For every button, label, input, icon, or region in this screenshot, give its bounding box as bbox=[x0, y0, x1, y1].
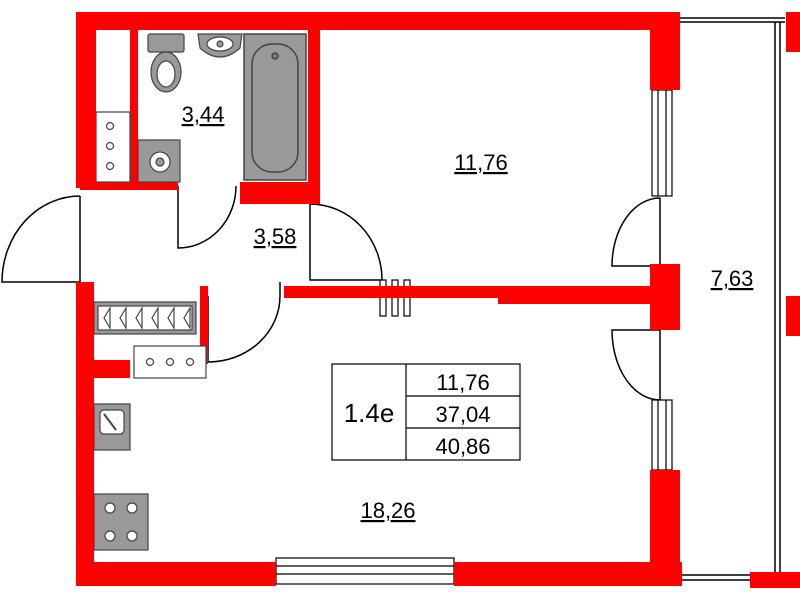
bathroom-door[interactable] bbox=[177, 185, 237, 249]
bathroom-area: 3,44 bbox=[182, 102, 225, 127]
sink-icon bbox=[197, 33, 243, 58]
balcony-door-upper[interactable] bbox=[611, 197, 661, 267]
toilet-icon bbox=[147, 33, 185, 93]
door-swings bbox=[1, 185, 661, 401]
balcony-outline bbox=[680, 17, 785, 581]
kitchen-sink-icon bbox=[93, 403, 131, 451]
radiator-icon bbox=[93, 301, 197, 335]
hallway-area: 3,58 bbox=[254, 224, 297, 249]
apartment-type: 1.4е bbox=[344, 398, 395, 428]
window-lower-right bbox=[651, 399, 673, 471]
living-area-value: 11,76 bbox=[436, 370, 489, 395]
kitchen-door[interactable] bbox=[207, 295, 281, 363]
total-area-value: 37,04 bbox=[435, 402, 490, 427]
room-area: 11,76 bbox=[454, 150, 507, 175]
balcony-area: 7,63 bbox=[711, 266, 754, 291]
balcony-door-lower[interactable] bbox=[611, 329, 661, 401]
stove-icon bbox=[93, 493, 149, 551]
entrance-door[interactable] bbox=[1, 195, 81, 283]
area-summary-table bbox=[331, 363, 521, 461]
kitchen-area: 18,26 bbox=[360, 498, 415, 523]
window-upper-right bbox=[651, 89, 673, 197]
room-door[interactable] bbox=[309, 203, 383, 281]
walls bbox=[76, 12, 800, 588]
washing-machine-icon bbox=[95, 111, 181, 183]
window-bottom bbox=[275, 557, 455, 585]
bathtub-icon bbox=[243, 33, 307, 181]
shelf bbox=[133, 345, 207, 379]
full-area-value: 40,86 bbox=[435, 434, 490, 459]
